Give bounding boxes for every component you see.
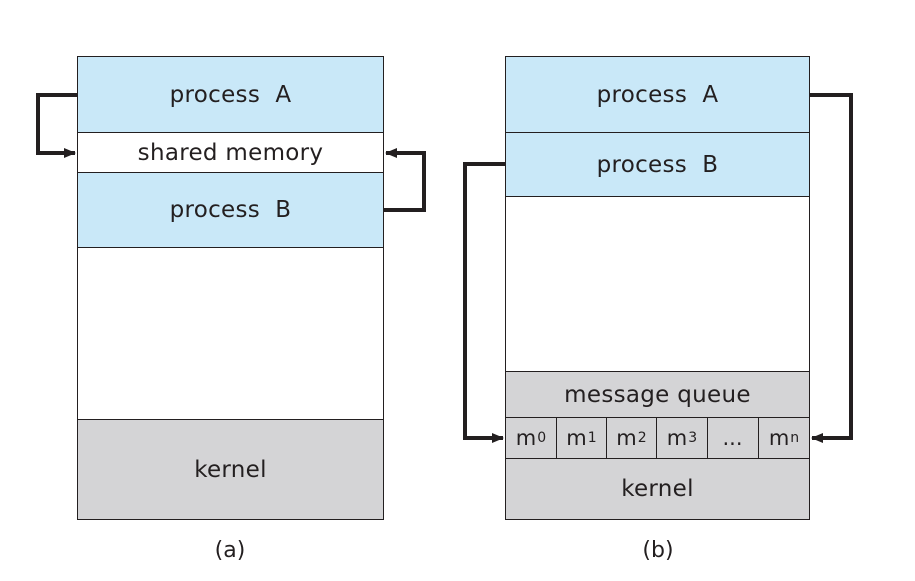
message-queue-label: message queue — [564, 381, 751, 408]
message-queue-block: message queue — [505, 371, 810, 418]
arrow-process-a-to-mn — [810, 93, 853, 443]
free-space-a — [77, 247, 384, 420]
process-b-block-b: process B — [505, 132, 810, 197]
arrow-process-b-to-m0 — [463, 162, 505, 443]
free-space-b — [505, 196, 810, 372]
process-b-label: process B — [596, 151, 719, 178]
caption-b: (b) — [642, 538, 674, 563]
arrow-process-b-to-shared-memory — [384, 148, 426, 212]
process-a-block-a: process A — [77, 56, 384, 133]
shared-memory-label: shared memory — [137, 139, 324, 166]
process-b-label: process B — [169, 197, 292, 223]
caption-a: (a) — [214, 538, 246, 563]
arrow-process-a-to-shared-memory — [36, 93, 77, 158]
kernel-block-b: kernel — [505, 458, 810, 520]
process-b-block-a: process B — [77, 172, 384, 248]
kernel-label: kernel — [621, 476, 694, 502]
kernel-block-a: kernel — [77, 419, 384, 520]
process-a-label: process A — [169, 81, 292, 108]
kernel-label: kernel — [194, 456, 267, 483]
process-a-label: process A — [596, 81, 719, 108]
